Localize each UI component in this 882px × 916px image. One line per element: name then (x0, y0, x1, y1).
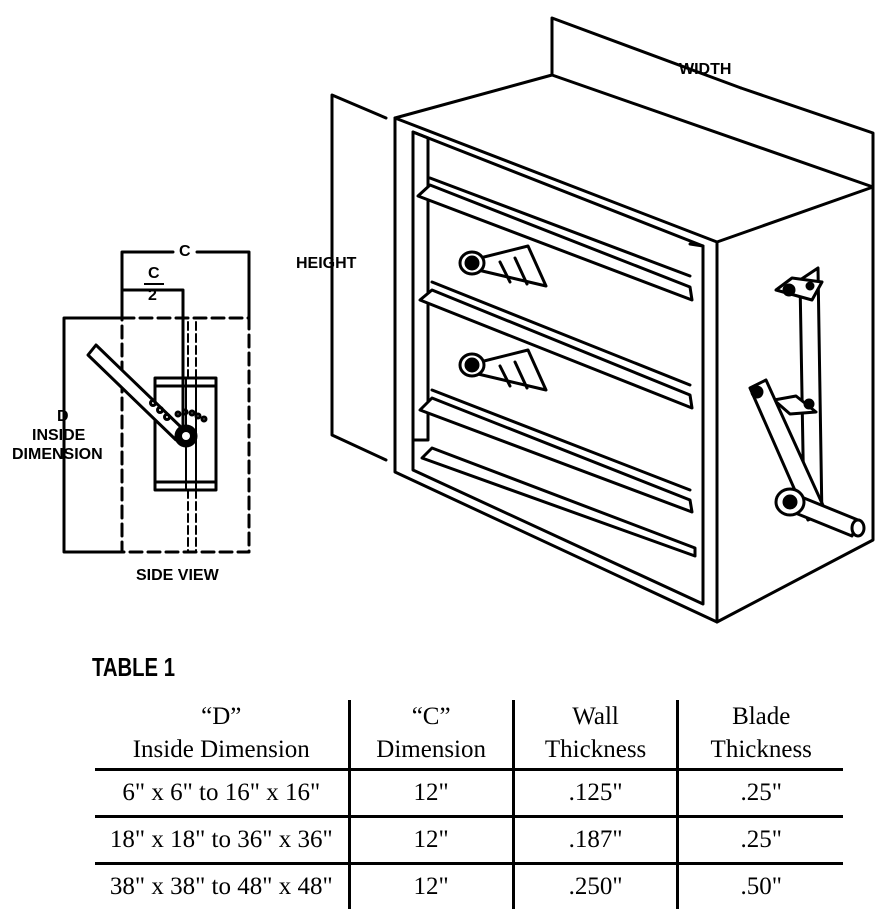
c-dimension-label: C (179, 243, 191, 260)
header-c-line1: “C” (411, 703, 451, 730)
height-label: HEIGHT (296, 255, 357, 272)
cell-blade: .25" (677, 816, 843, 865)
header-wall-line2: Thickness (544, 736, 647, 763)
cell-d: 38" x 38" to 48" x 48" (95, 863, 351, 909)
inside-label: INSIDE (32, 427, 86, 444)
header-d: “D” Inside Dimension (95, 700, 351, 771)
table-row: 38" x 38" to 48" x 48" 12" .250" .50" (95, 863, 843, 909)
side-view-label: SIDE VIEW (136, 567, 219, 584)
cell-wall: .250" (513, 863, 680, 909)
cell-d: 6" x 6" to 16" x 16" (95, 769, 351, 818)
table-row: 18" x 18" to 36" x 36" 12" .187" .25" (95, 816, 843, 865)
cell-c: 12" (349, 816, 515, 865)
cell-blade: .25" (677, 769, 843, 818)
cell-blade: .50" (740, 873, 782, 900)
header-blade-line2: Thickness (710, 736, 812, 763)
cell-wall: .125" (513, 769, 680, 818)
cell-wall: .187" (513, 816, 680, 865)
header-blade: Blade Thickness (677, 700, 843, 771)
header-c: “C” Dimension (349, 700, 515, 771)
header-d-line2: Inside Dimension (132, 736, 310, 763)
d-label: D (57, 408, 69, 425)
header-wall-line1: Wall (572, 703, 619, 730)
cell-c: 12" (349, 769, 515, 818)
c-half-denominator: 2 (148, 287, 157, 304)
header-blade-line1: Blade (732, 703, 791, 730)
width-label: WIDTH (679, 61, 732, 78)
header-c-line2: Dimension (376, 736, 486, 763)
header-d-line1: “D” (201, 703, 242, 730)
table-title: TABLE 1 (92, 652, 176, 682)
c-half-numerator: C (148, 265, 160, 282)
c-half-fraction-bar (144, 283, 164, 285)
dimension-table: “D” Inside Dimension “C” Dimension Wall … (95, 700, 843, 909)
damper-isometric-drawing (330, 16, 875, 624)
side-view-drawing (62, 250, 251, 554)
dimension-label: DIMENSION (12, 446, 103, 463)
cell-c: 12" (349, 863, 515, 909)
header-wall: Wall Thickness (513, 700, 680, 771)
damper-diagram (62, 16, 875, 624)
table-header-row: “D” Inside Dimension “C” Dimension Wall … (95, 700, 843, 771)
cell-d: 18" x 18" to 36" x 36" (95, 816, 351, 865)
table-row: 6" x 6" to 16" x 16" 12" .125" .25" (95, 769, 843, 818)
